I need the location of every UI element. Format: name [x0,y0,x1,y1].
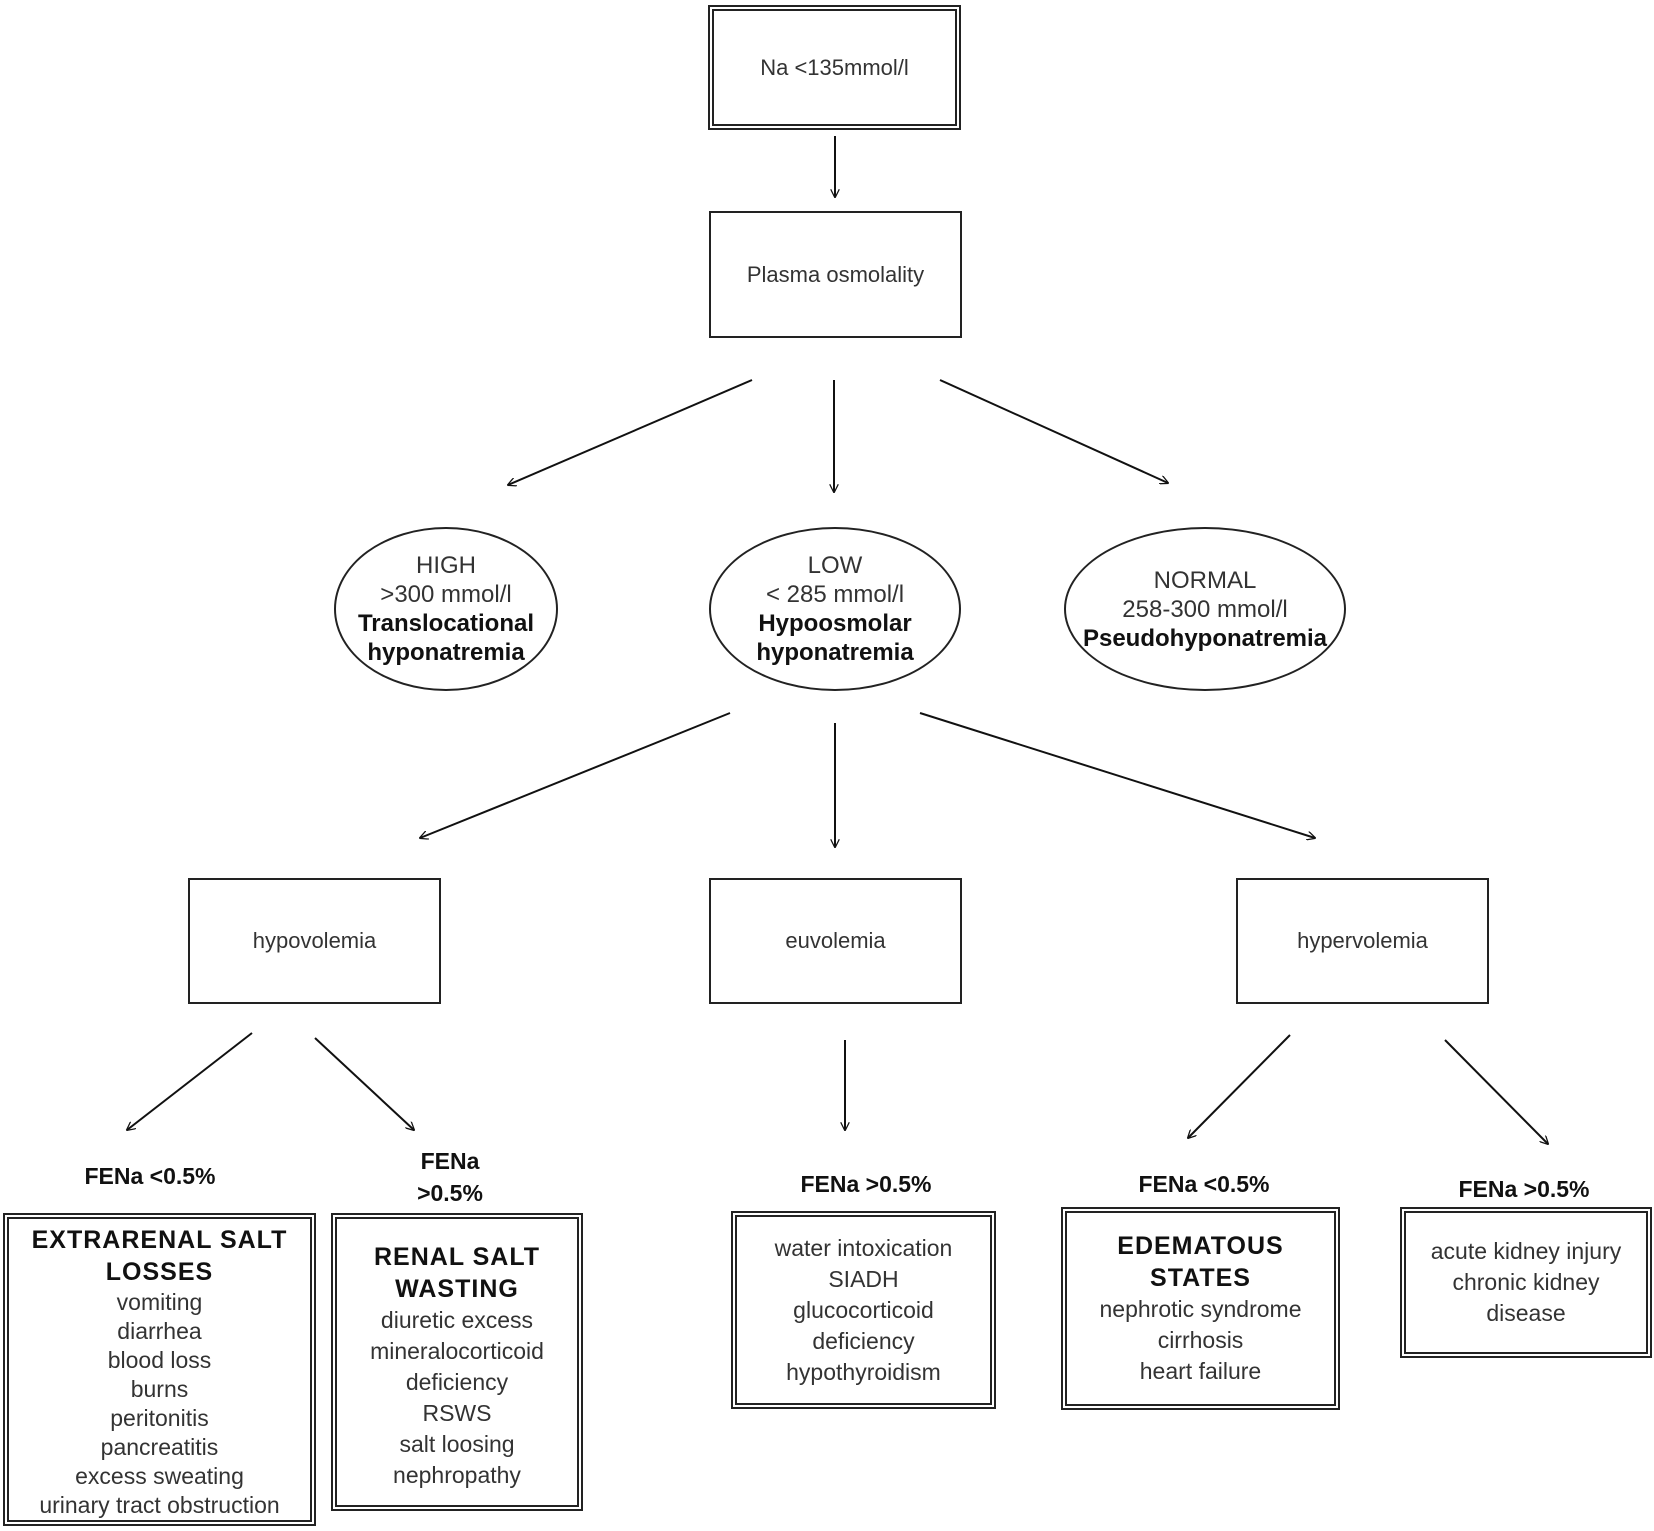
list-item: diuretic excess [380,1307,534,1333]
arrow-hypovolemia-to-extrarenal [127,1032,253,1130]
fena-kidney-label: FENa >0.5% [1414,1173,1634,1205]
euvolemic-list: water intoxication SIADH glucocorticoid … [775,1233,953,1388]
list-item: cirrhosis [1157,1327,1244,1353]
list-item: pancreatitis [100,1434,219,1460]
renal-salt-wasting-box: RENAL SALT WASTING diuretic excess miner… [331,1213,583,1511]
high-range: >300 mmol/l [380,581,512,608]
low-type: Hypoosmolar hyponatremia [756,610,914,666]
high-level: HIGH [416,552,476,579]
low-level: LOW [807,552,863,579]
kidney-list: acute kidney injury chronic kidney disea… [1431,1236,1622,1329]
extrarenal-list: vomiting diarrhea blood loss burns perit… [39,1288,279,1520]
arrow-osmolality-to-normal [939,379,1168,483]
hypovolemia-text: hypovolemia [252,928,377,953]
low-osmolality-ellipse: LOW < 285 mmol/l Hypoosmolar hyponatremi… [709,527,961,691]
list-item: diarrhea [117,1318,202,1344]
list-item: nephropathy [393,1462,521,1488]
list-item: deficiency [812,1327,915,1354]
fena-extrarenal-label: FENa <0.5% [40,1160,260,1192]
euvolemia-text: euvolemia [785,928,886,953]
plasma-osmolality-box: Plasma osmolality [709,211,962,338]
fena-renal-label: FENa >0.5% [360,1145,540,1209]
fena-extrarenal-text: FENa <0.5% [84,1163,216,1189]
normal-type: Pseudohyponatremia [1082,624,1328,652]
arrow-hypervolemia-to-kidney [1444,1039,1548,1144]
kidney-disease-box: acute kidney injury chronic kidney disea… [1400,1207,1652,1358]
low-range: < 285 mmol/l [765,581,905,608]
list-item: acute kidney injury [1430,1238,1622,1264]
normal-range: 258-300 mmol/l [1122,595,1288,623]
list-item: chronic kidney [1452,1269,1600,1295]
list-item: blood loss [107,1347,212,1373]
arrow-low-to-hypervolemia [919,712,1315,838]
list-item: glucocorticoid [793,1296,934,1323]
fena-edematous-label: FENa <0.5% [1094,1168,1314,1200]
high-osmolality-ellipse: HIGH >300 mmol/l Translocational hyponat… [334,527,558,691]
arrow-low-to-hypovolemia [420,712,731,838]
fena-renal-line2: >0.5% [417,1180,483,1206]
sodium-threshold-box: Na <135mmol/l [708,5,961,130]
list-item: deficiency [405,1369,509,1395]
hypovolemia-box: hypovolemia [188,878,441,1004]
list-item: mineralocorticoid [370,1338,544,1364]
list-item: heart failure [1139,1358,1262,1384]
hypervolemia-box: hypervolemia [1236,878,1489,1004]
fena-euvolemic-label: FENa >0.5% [756,1168,976,1200]
list-item: urinary tract obstruction [39,1492,280,1518]
arrow-hypovolemia-to-renal [314,1037,414,1130]
list-item: excess sweating [75,1463,244,1489]
extrarenal-title: EXTRARENAL SALT LOSSES [31,1226,288,1286]
fena-edematous-text: FENa <0.5% [1138,1171,1270,1197]
euvolemic-causes-box: water intoxication SIADH glucocorticoid … [731,1211,996,1409]
list-item: hypothyroidism [786,1358,941,1385]
fena-renal-line1: FENa [420,1148,480,1174]
fena-euvolemic-text: FENa >0.5% [800,1171,932,1197]
normal-osmolality-ellipse: NORMAL 258-300 mmol/l Pseudohyponatremia [1064,527,1346,691]
hypervolemia-text: hypervolemia [1297,928,1428,953]
high-type: Translocational hyponatremia [357,610,535,666]
list-item: water intoxication [774,1234,953,1261]
edematous-list: nephrotic syndrome cirrhosis heart failu… [1100,1294,1302,1387]
list-item: vomiting [116,1289,203,1315]
euvolemia-box: euvolemia [709,878,962,1004]
list-item: peritonitis [110,1405,209,1431]
plasma-osmolality-text: Plasma osmolality [746,261,925,287]
edematous-states-box: EDEMATOUS STATES nephrotic syndrome cirr… [1061,1207,1340,1410]
list-item: salt loosing [399,1431,515,1457]
list-item: burns [130,1376,189,1402]
normal-level: NORMAL [1153,566,1257,594]
list-item: SIADH [828,1265,899,1292]
arrow-osmolality-to-high [508,379,753,485]
list-item: nephrotic syndrome [1099,1296,1302,1322]
list-item: disease [1486,1300,1566,1326]
renal-list: diuretic excess mineralocorticoid defici… [370,1305,544,1491]
list-item: RSWS [422,1400,492,1426]
arrow-hypervolemia-to-edematous [1188,1034,1291,1138]
fena-kidney-text: FENa >0.5% [1458,1176,1590,1202]
edematous-title: EDEMATOUS STATES [1117,1232,1284,1292]
sodium-threshold-text: Na <135mmol/l [760,54,909,80]
renal-title: RENAL SALT WASTING [373,1243,541,1303]
extrarenal-salt-losses-box: EXTRARENAL SALT LOSSES vomiting diarrhea… [3,1213,316,1526]
